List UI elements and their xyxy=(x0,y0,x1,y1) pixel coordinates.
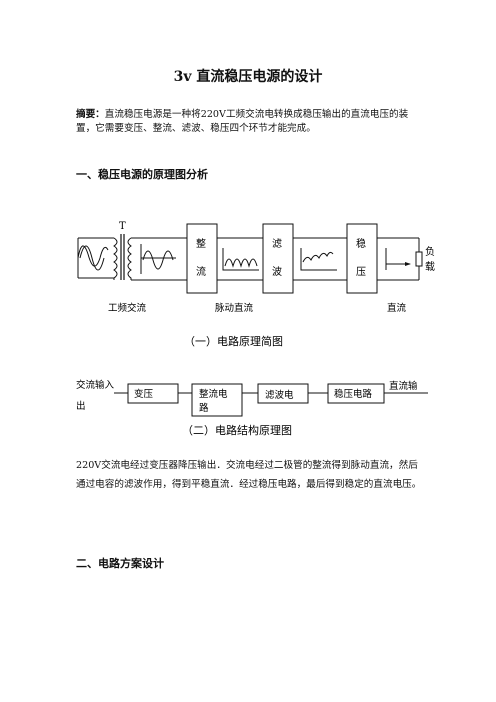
diagram2-caption: （二）电路结构原理图 xyxy=(182,423,292,437)
box-filter-label: 滤波电 xyxy=(265,389,294,401)
block-regulator-char-1: 稳 xyxy=(356,237,366,250)
box-rectifier xyxy=(191,383,243,417)
input-label-1: 交流输入 xyxy=(76,379,115,391)
dc-output-line xyxy=(385,248,410,270)
load-resistor xyxy=(415,251,423,267)
block-filter-char-2: 波 xyxy=(272,265,282,278)
pulsating-dc-wave xyxy=(224,258,258,268)
pointer-arrow xyxy=(405,262,411,266)
abstract-label: 摘要： xyxy=(76,109,105,120)
block-rectifier-char-1: 整 xyxy=(196,237,206,250)
document-title: 3v 直流稳压电源的设计 xyxy=(173,69,323,85)
box-rectifier-label-2: 路 xyxy=(199,402,209,414)
secondary-wave xyxy=(142,250,174,270)
input-label-2: 出 xyxy=(76,400,86,412)
label-pulse: 脉动直流 xyxy=(215,302,254,314)
block-rectifier xyxy=(186,223,218,294)
input-wires xyxy=(78,237,114,279)
transformer-primary xyxy=(113,237,118,280)
box-regulator-label: 稳压电路 xyxy=(334,388,373,400)
box-rectifier-label-1: 整流电 xyxy=(199,388,228,400)
box-transformer-label: 变压 xyxy=(134,388,154,400)
ac-input-wave xyxy=(77,238,109,278)
transformer-core xyxy=(120,234,125,280)
diagram1-caption: （一）电路原理简图 xyxy=(184,334,283,348)
abstract-text: 直流稳压电源是一种将220V工频交流电转换成稳压输出的直流电压的装置，它需要变压… xyxy=(76,109,409,134)
output-label: 直流输 xyxy=(389,380,418,392)
abstract: 摘要：直流稳压电源是一种将220V工频交流电转换成稳压输出的直流电压的装置，它需… xyxy=(76,108,426,136)
block-filter xyxy=(262,223,294,294)
block-rectifier-char-2: 流 xyxy=(196,265,206,278)
transformer-label: T xyxy=(119,221,126,232)
filtered-wave xyxy=(302,251,334,263)
load-char-1: 负 xyxy=(425,245,435,258)
body-paragraph: 220V交流电经过变压器降压输出．交流电经过二极管的整流得到脉动直流，然后通过电… xyxy=(76,460,422,490)
block-regulator-char-2: 压 xyxy=(356,266,366,278)
section-heading-2: 二、电路方案设计 xyxy=(76,557,164,570)
label-ac: 工频交流 xyxy=(108,302,147,314)
input-sine xyxy=(79,245,105,271)
section-heading-1: 一、稳压电源的原理图分析 xyxy=(76,168,208,181)
transformer-secondary xyxy=(127,237,132,280)
load-char-2: 载 xyxy=(425,261,435,273)
block-filter-char-1: 滤 xyxy=(272,237,282,250)
label-dc: 直流 xyxy=(387,302,407,314)
block-regulator xyxy=(346,223,378,294)
